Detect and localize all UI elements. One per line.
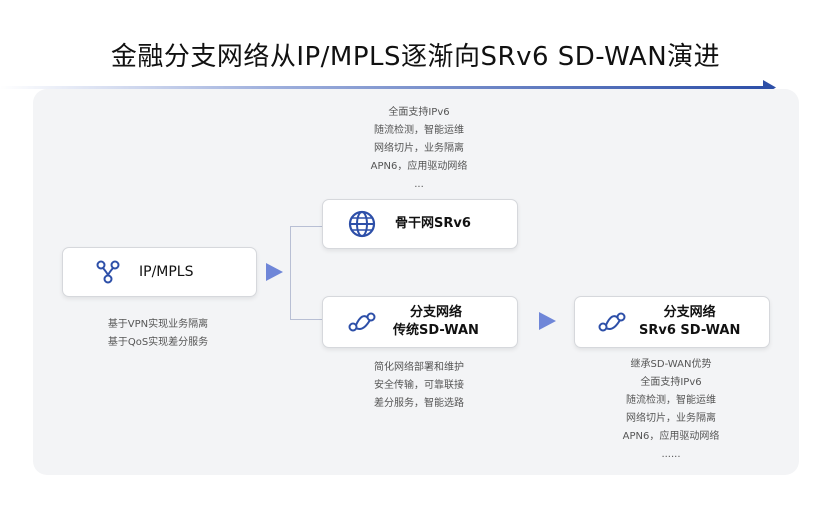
ipmpls-label: IP/MPLS (139, 264, 194, 280)
backbone-card: 骨干网SRv6 (322, 199, 518, 249)
note-line: 安全传输，可靠联接 (374, 380, 464, 391)
evolution-arrow (0, 80, 776, 95)
network-node-icon (93, 257, 123, 287)
note-line: 网络切片，业务隔离 (626, 413, 716, 424)
note-line: 继承SD-WAN优势 (630, 359, 712, 370)
note-line: ...... (661, 449, 681, 460)
branch-srv6-notes: 继承SD-WAN优势 全面支持IPv6 随流检测，智能运维 网络切片，业务隔离 … (591, 356, 751, 464)
note-line: 基于VPN实现业务隔离 (107, 319, 209, 330)
branch-traditional-label: 分支网络 传统SD-WAN (393, 304, 479, 340)
branch-connector (290, 226, 323, 320)
backbone-notes: 全面支持IPv6 随流检测，智能运维 网络切片，业务隔离 APN6，应用驱动网络… (339, 104, 499, 194)
backbone-label: 骨干网SRv6 (395, 216, 471, 231)
note-line: 全面支持IPv6 (640, 377, 702, 388)
arrow-traditional-to-srv6 (539, 312, 556, 330)
globe-icon (347, 209, 377, 239)
note-line: 全面支持IPv6 (388, 107, 450, 118)
note-line: 差分服务，智能选路 (374, 398, 464, 409)
note-line: APN6，应用驱动网络 (370, 161, 468, 172)
note-line: APN6，应用驱动网络 (622, 431, 720, 442)
note-line: 简化网络部署和维护 (374, 362, 464, 373)
ipmpls-notes: 基于VPN实现业务隔离 基于QoS实现差分服务 (78, 316, 238, 352)
branch-traditional-notes: 简化网络部署和维护 安全传输，可靠联接 差分服务，智能选路 (339, 359, 499, 413)
branch-srv6-line2: SRv6 SD-WAN (639, 323, 741, 338)
note-line: 网络切片，业务隔离 (374, 143, 464, 154)
note-line: ... (414, 179, 424, 190)
page-title: 金融分支网络从IP/MPLS逐渐向SRv6 SD-WAN演进 (110, 42, 721, 72)
note-line: 随流检测，智能运维 (374, 125, 464, 136)
note-line: 基于QoS实现差分服务 (107, 337, 209, 348)
branch-traditional-line2: 传统SD-WAN (393, 323, 479, 338)
branch-traditional-line1: 分支网络 (409, 305, 462, 320)
branch-srv6-label: 分支网络 SRv6 SD-WAN (639, 304, 740, 340)
branch-srv6-card: 分支网络 SRv6 SD-WAN (574, 296, 770, 348)
network-node-icon (597, 307, 627, 337)
note-line: 随流检测，智能运维 (626, 395, 716, 406)
arrow-ipmpls-to-branch (266, 263, 283, 281)
network-node-icon (347, 307, 377, 337)
branch-traditional-card: 分支网络 传统SD-WAN (322, 296, 518, 348)
ipmpls-card: IP/MPLS (62, 247, 257, 297)
branch-srv6-line1: 分支网络 (663, 305, 716, 320)
